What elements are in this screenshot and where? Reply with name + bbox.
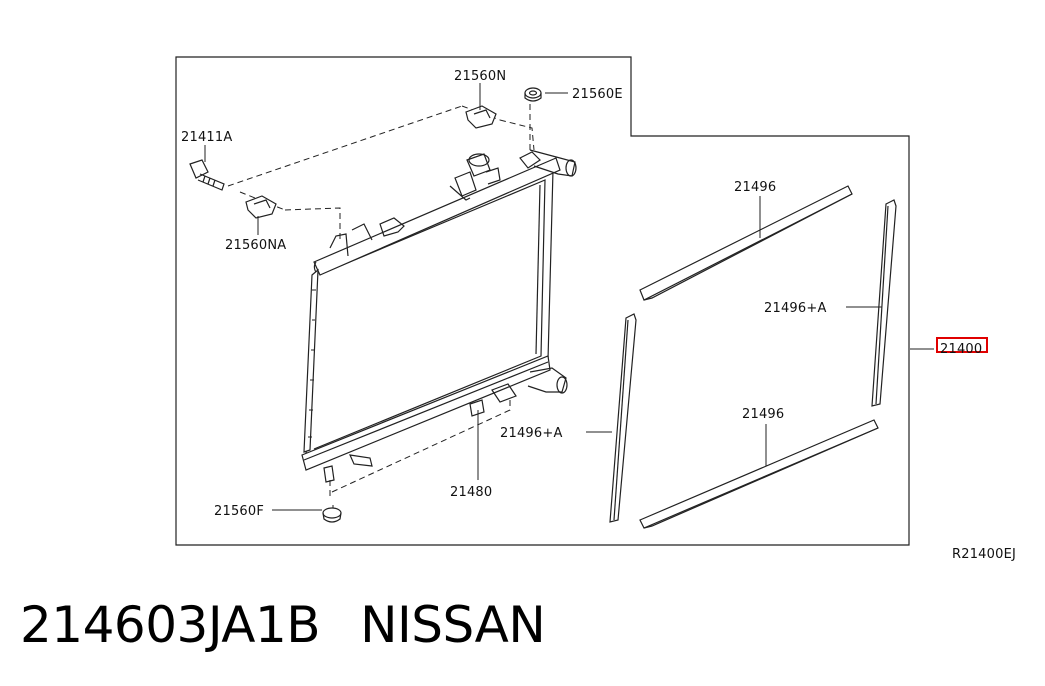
highlight-box [936,337,988,353]
label-21496A-left: 21496+A [500,426,563,441]
bolt-21411A [189,159,225,191]
parts-diagram: 21560N 21560E 21411A 21560NA 21496 21496… [175,56,1016,562]
caption: 214603JA1B NISSAN [20,596,546,654]
label-21560NA: 21560NA [225,238,286,253]
grommet-21560F [322,507,342,523]
part-number: 214603JA1B [20,596,321,654]
label-21560F: 21560F [214,504,264,519]
label-21411A: 21411A [181,130,232,145]
label-21496A-right: 21496+A [764,301,827,316]
grommet-21560E [524,87,542,102]
radiator-assembly [301,149,577,483]
seal-21496A-left [609,313,637,523]
label-21560N: 21560N [454,69,506,84]
label-21496-bottom: 21496 [742,407,784,422]
seal-21496-bottom [639,419,879,529]
label-21480: 21480 [450,485,492,500]
brand-name: NISSAN [360,596,546,654]
leader-lines [204,83,934,511]
diagram-ref-code: R21400EJ [952,547,1016,562]
label-21400-highlighted: 21400 [940,342,982,357]
diagram-frame [175,56,910,546]
clip-21560N [465,105,497,129]
seal-21496A-right [871,199,897,407]
clip-21560NA [245,195,277,219]
seal-21496-top [639,185,853,301]
label-21560E: 21560E [572,87,623,102]
label-21496-top: 21496 [734,180,776,195]
